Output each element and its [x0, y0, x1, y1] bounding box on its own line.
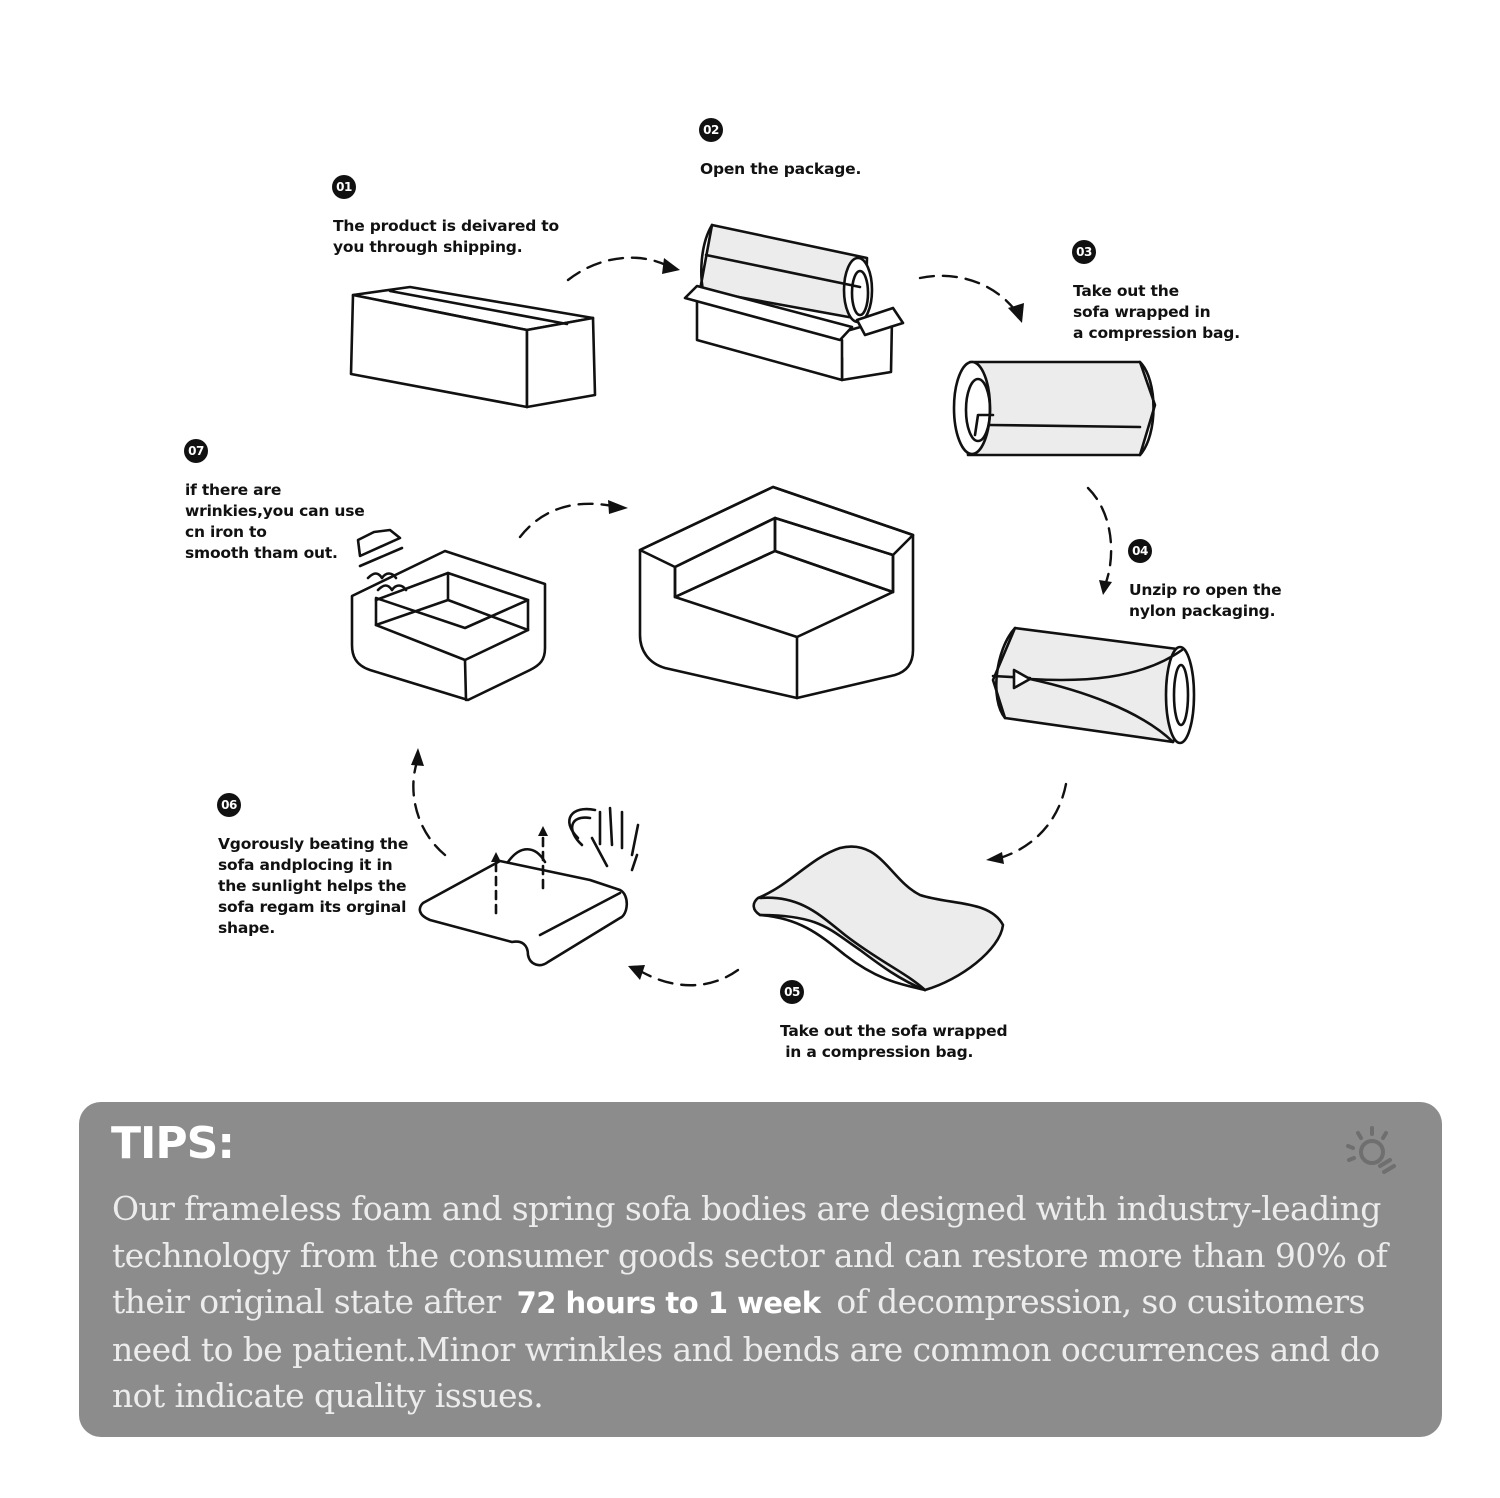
open-box-illustration [683, 223, 905, 382]
beating-sofa-illustration [418, 806, 640, 967]
rolled-sofa-illustration [952, 360, 1157, 457]
tips-body: Our frameless foam and spring sofa bodie… [112, 1186, 1412, 1420]
step-04-badge: 04 [1128, 539, 1152, 563]
step-06-badge: 06 [217, 793, 241, 817]
step-05-badge: 05 [780, 980, 804, 1004]
step-02-text: Open the package. [700, 160, 862, 178]
unboxing-diagram [349, 223, 1196, 992]
flow-arrows [411, 256, 1113, 987]
unrolled-sofa-illustration [752, 845, 1005, 992]
tips-highlight: 72 hours to 1 week [516, 1286, 821, 1320]
step-03-text: Take out the sofa wrapped in a compressi… [1073, 282, 1240, 342]
nylon-bag-illustration [991, 626, 1196, 745]
tips-title: TIPS: [111, 1118, 235, 1169]
step-01-badge: 01 [332, 175, 356, 199]
step-07-text: if there are wrinkies,you can use cn iro… [185, 481, 365, 562]
step-01-text: The product is deivared to you through s… [333, 217, 559, 256]
step-05-text: Take out the sofa wrapped in a compressi… [780, 1022, 1008, 1061]
lightbulb-icon [1346, 1126, 1396, 1174]
step-07-badge: 07 [184, 439, 208, 463]
expanded-sofa-illustration [638, 485, 915, 700]
tips-body-before: Our frameless foam and spring sofa bodie… [112, 1189, 1388, 1321]
tips-panel: TIPS: Our frameless foam and spring sofa… [79, 1102, 1442, 1437]
ironing-sofa-illustration [350, 528, 547, 702]
tips-body-after: of decompression, so cusitomers need to … [112, 1282, 1380, 1415]
step-04-text: Unzip ro open the nylon packaging. [1129, 581, 1282, 620]
closed-shipping-box-illustration [349, 285, 597, 409]
step-03-badge: 03 [1072, 240, 1096, 264]
step-06-text: Vgorously beating the sofa andplocing it… [218, 835, 409, 937]
step-02-badge: 02 [699, 118, 723, 142]
